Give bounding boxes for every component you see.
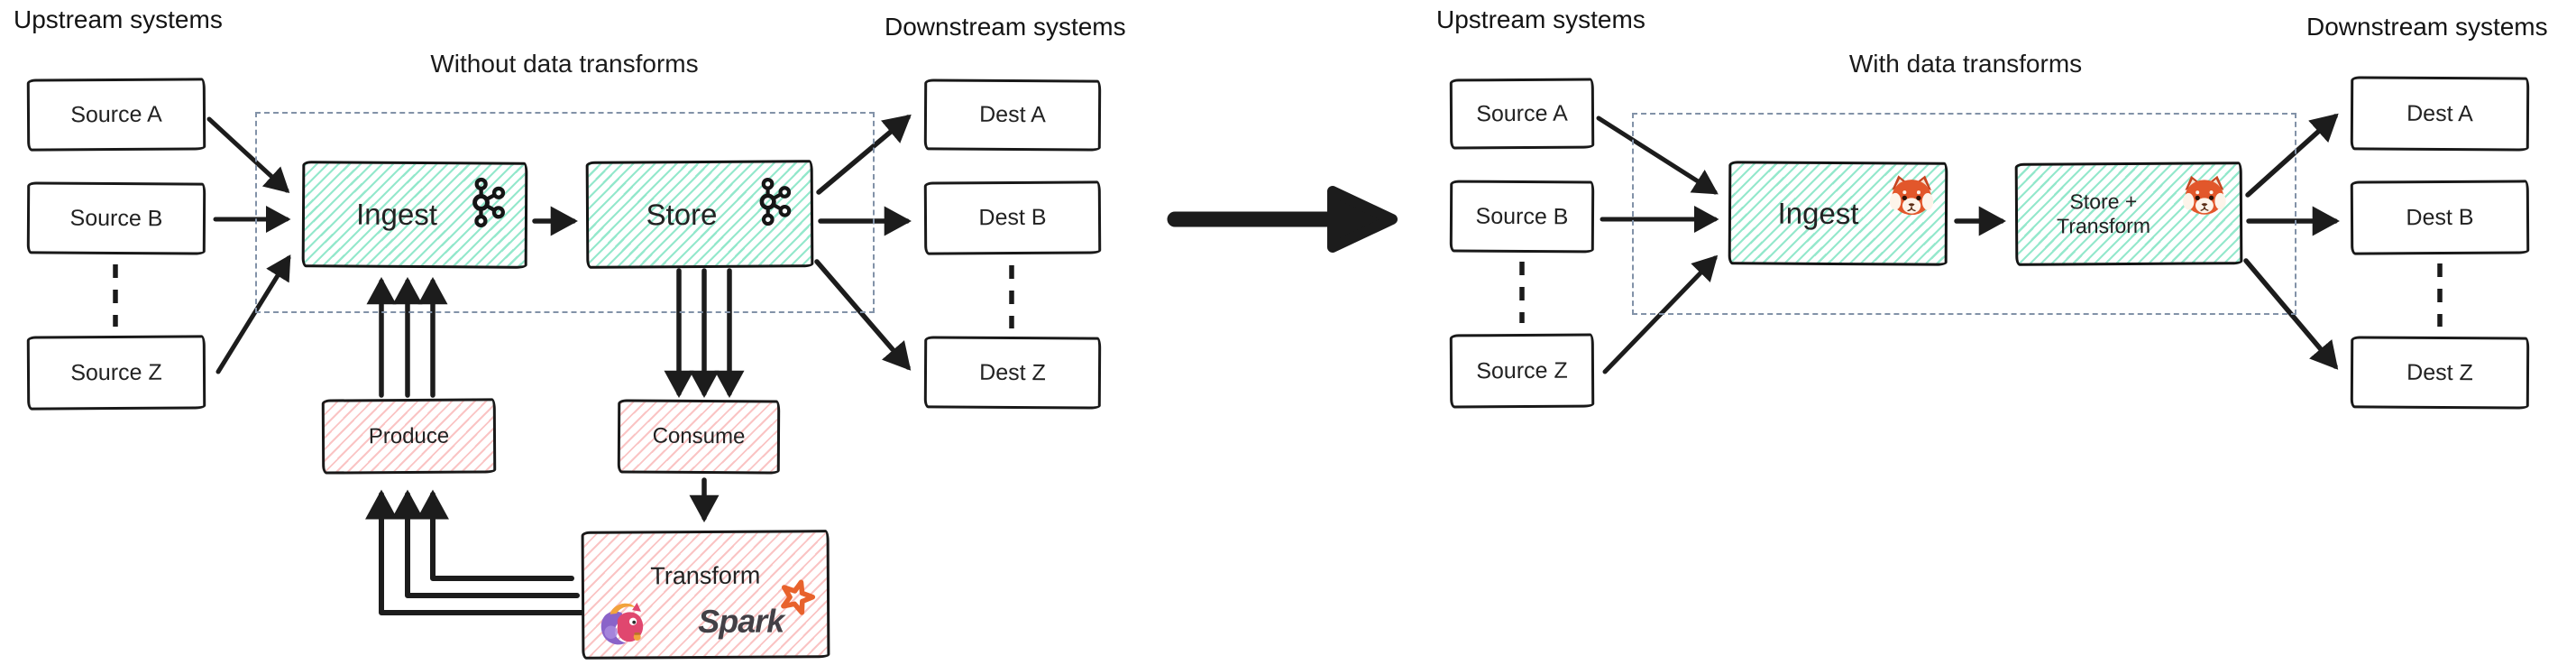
spark-star-icon [781, 579, 816, 615]
spark-logo: Spark [697, 577, 816, 641]
right-dotted-separators [1519, 262, 2443, 327]
right-upstream-label: Upstream systems [1436, 5, 1646, 33]
center-big-arrow [1167, 186, 1398, 253]
right-downstream-label: Downstream systems [2306, 13, 2548, 41]
right-ingest-label: Ingest [1777, 196, 1859, 230]
right-source-b-box: Source B [1449, 180, 1595, 254]
left-store-label: Store [646, 197, 718, 231]
right-dest-b-box: Dest B [2350, 180, 2530, 255]
left-produce-box: Produce [321, 398, 497, 475]
left-consume-label: Consume [652, 423, 746, 449]
left-dest-b-label: Dest B [978, 204, 1047, 231]
left-store-to-consume-arrows [664, 268, 745, 398]
right-store-transform-line2: Transform [2057, 213, 2151, 238]
left-produce-label: Produce [368, 423, 450, 448]
left-upstream-label: Upstream systems [14, 5, 223, 33]
right-dest-a-label: Dest A [2406, 100, 2473, 126]
left-dotted-separators [113, 264, 1014, 328]
left-downstream-label: Downstream systems [885, 13, 1126, 41]
right-dest-z-box: Dest Z [2350, 336, 2530, 410]
flink-squirrel-icon [600, 602, 644, 645]
left-dest-a-label: Dest A [979, 101, 1046, 128]
right-source-a-box: Source A [1449, 78, 1595, 150]
right-source-b-label: Source B [1475, 203, 1569, 229]
left-source-a-box: Source A [26, 78, 206, 152]
left-produce-to-ingest-arrows [366, 277, 448, 398]
right-source-z-box: Source Z [1449, 333, 1595, 409]
left-transform-box: Transform Spark [581, 530, 830, 660]
left-store-to-dests-arrows [814, 114, 912, 371]
left-dest-z-box: Dest Z [923, 336, 1102, 410]
left-consume-box: Consume [617, 399, 781, 475]
right-store-transform-box: Store + Transform [2014, 162, 2243, 266]
left-sources-to-ingest-arrows [206, 116, 291, 374]
kafka-icon [472, 177, 506, 228]
left-ingest-label: Ingest [355, 197, 438, 232]
right-dest-b-label: Dest B [2406, 204, 2474, 230]
left-ingest-box: Ingest [301, 161, 528, 269]
left-pipeline-dashed-container [255, 112, 875, 313]
right-dest-z-label: Dest Z [2406, 359, 2473, 385]
spark-logo-text: Spark [697, 602, 784, 641]
kafka-icon [759, 177, 792, 226]
right-diagram-title: With data transforms [1848, 50, 2083, 78]
left-source-a-label: Source A [70, 101, 162, 127]
redpanda-icon [2183, 175, 2226, 215]
left-transform-to-produce-arrows [365, 489, 584, 615]
left-source-z-box: Source Z [26, 335, 206, 411]
left-source-z-label: Source Z [70, 359, 162, 385]
left-source-b-label: Source B [69, 205, 163, 231]
right-pipeline-dashed-container [1632, 113, 2296, 315]
left-dest-a-box: Dest A [923, 79, 1102, 152]
left-diagram-title: Without data transforms [430, 50, 699, 78]
right-store-transform-label: Store + Transform [2057, 189, 2150, 239]
left-dest-b-box: Dest B [923, 180, 1102, 255]
left-dest-z-label: Dest Z [979, 359, 1046, 385]
right-ingest-box: Ingest [1728, 161, 1948, 266]
left-store-box: Store [585, 160, 814, 269]
right-sources-to-ingest-arrows [1596, 115, 1719, 374]
left-source-b-box: Source B [26, 181, 206, 255]
right-source-z-label: Source Z [1476, 357, 1568, 383]
right-store-transform-line1: Store + [2069, 189, 2138, 214]
right-dest-a-box: Dest A [2350, 76, 2530, 152]
right-source-a-label: Source A [1476, 100, 1568, 126]
redpanda-icon [1889, 175, 1934, 216]
